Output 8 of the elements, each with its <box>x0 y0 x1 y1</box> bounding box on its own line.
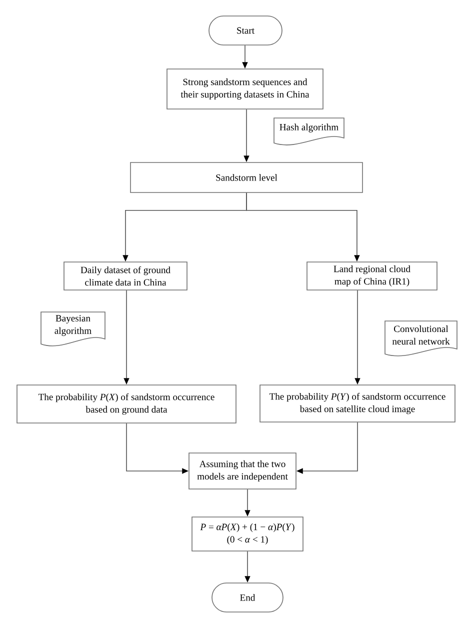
process-box: Sandstorm level <box>130 162 363 193</box>
process-box: The probability P(Y) of sandstorm occurrence based on satellite cloud image <box>260 384 456 422</box>
process-box: Daily dataset of ground climate data in China <box>64 262 188 290</box>
process-box: Land regional cloud map of China (IR1) <box>306 262 438 290</box>
process-box: The probability P(X) of sandstorm occurrence based on ground data <box>16 384 236 424</box>
process-box: Strong sandstorm sequences and their supporting datasets in China <box>166 68 324 110</box>
process-box: P = αP(X) + (1 − α)P(Y) (0 < α < 1) <box>192 516 304 552</box>
process-box: Assuming that the two models are independent <box>188 452 296 490</box>
